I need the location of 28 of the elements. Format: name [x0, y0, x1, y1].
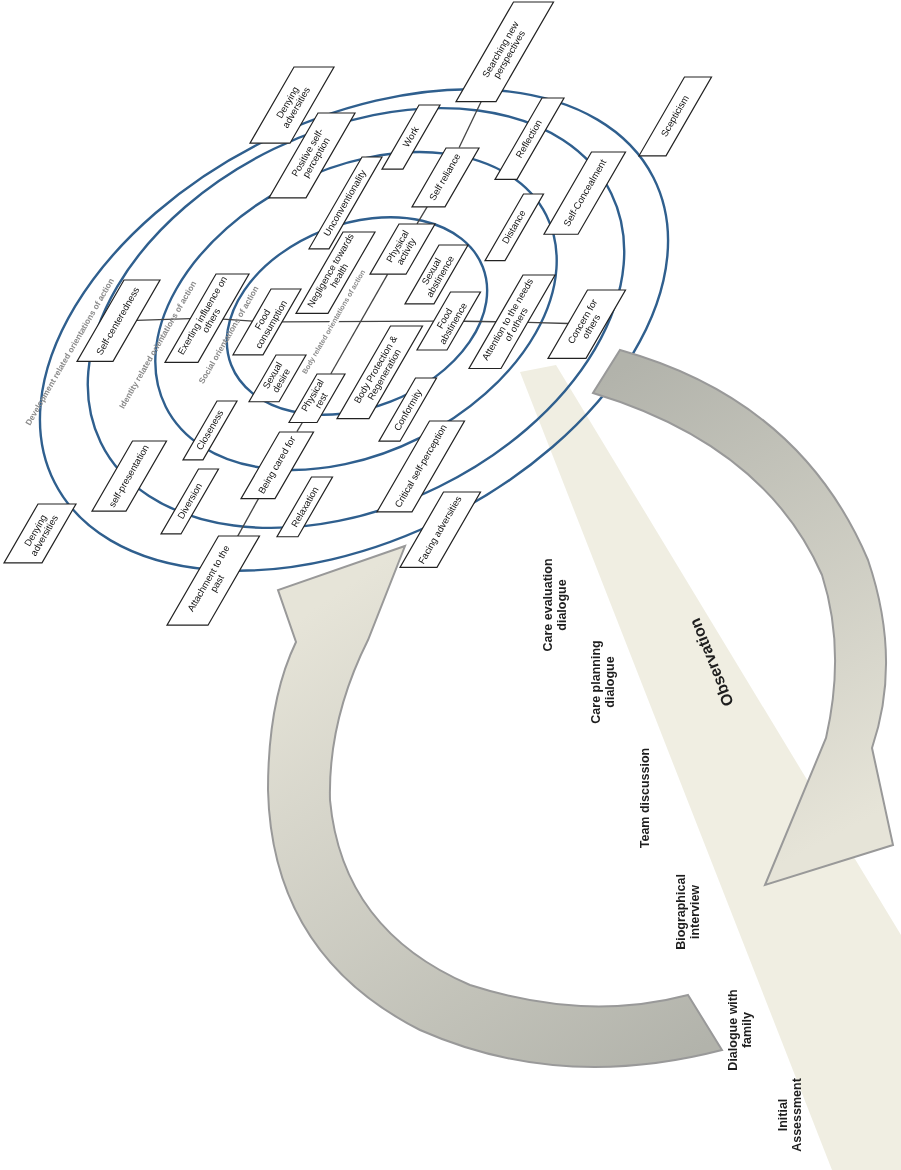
axis-line: [458, 101, 482, 149]
step-label: Care planning dialogue: [588, 639, 618, 726]
orientation-box: [484, 193, 544, 261]
axis-line: [463, 320, 497, 323]
axis-line: [236, 497, 260, 538]
step-label: Initial Assessment: [775, 1077, 805, 1154]
step-label: Team discussion: [637, 746, 653, 851]
orientation-box: [544, 151, 626, 235]
orientation-box: [91, 440, 167, 512]
orientation-box: [411, 147, 479, 207]
axis-line: [416, 205, 429, 225]
orientation-box: [494, 98, 564, 180]
orientation-box: [183, 400, 237, 460]
orientation-box: [638, 76, 712, 156]
axis-line: [527, 321, 569, 325]
orientation-box: [289, 373, 345, 423]
axis-line: [296, 421, 304, 433]
orientation-box: [382, 104, 440, 170]
step-label: Care evaluation dialogue: [540, 557, 570, 654]
orientation-box: [161, 468, 219, 534]
axis-line: [330, 273, 389, 375]
step-label: Dialogue with family: [725, 988, 755, 1073]
orientation-box: [4, 503, 76, 563]
orientation-box: [277, 477, 333, 537]
orientation-box: [548, 289, 626, 359]
orientation-box: [456, 2, 554, 102]
axis-line: [222, 318, 254, 322]
step-label: Biographical interview: [673, 873, 703, 952]
